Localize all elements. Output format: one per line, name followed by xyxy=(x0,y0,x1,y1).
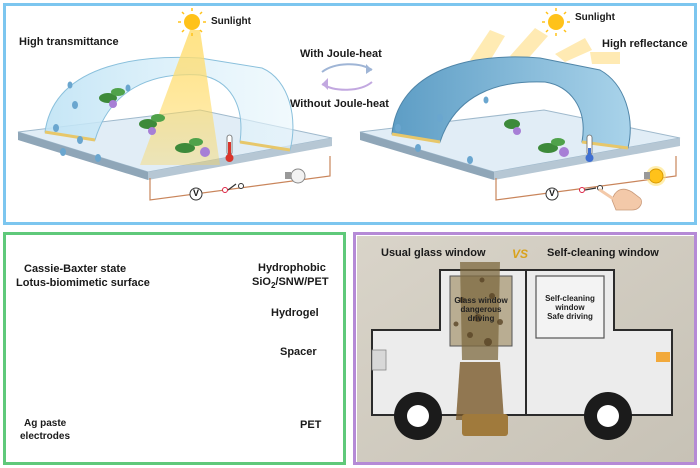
right-circuit xyxy=(495,156,677,201)
left-voltmeter-label: V xyxy=(192,188,199,198)
reflected-light-rays xyxy=(470,28,620,64)
right-sun-icon xyxy=(542,8,570,36)
left-water-drops xyxy=(53,81,131,162)
dirty-window-line1: Glass window xyxy=(454,296,508,305)
left-sunlight-label: Sunlight xyxy=(211,16,251,27)
dirty-window-line3: driving xyxy=(467,314,495,324)
self-cleaning-window-label: Self-cleaning window xyxy=(547,247,659,259)
right-sunlight-label: Sunlight xyxy=(575,12,615,23)
electrodes-label: electrodes xyxy=(20,431,71,442)
right-plant-icons xyxy=(504,119,569,157)
cassie-baxter-label: Cassie-Baxter state xyxy=(24,263,127,275)
right-thermometer-icon xyxy=(585,134,594,162)
with-joule-heat-label: With Joule-heat xyxy=(300,48,382,60)
right-water-drops xyxy=(395,96,489,164)
without-joule-heat-label: Without Joule-heat xyxy=(290,98,389,110)
sio2-snw-pet-label: SiO2/SNW/PET xyxy=(252,276,329,290)
lotus-surface-label: Lotus-biomimetic surface xyxy=(16,277,150,289)
usual-glass-window-label: Usual glass window xyxy=(381,247,486,259)
dirty-window-text: Glass window dangerous driving xyxy=(452,296,510,324)
right-voltmeter-label: V xyxy=(548,188,555,198)
sio2-prefix: SiO xyxy=(252,276,271,288)
right-voltmeter-icon xyxy=(545,187,559,201)
joule-heat-switch-arrows xyxy=(321,63,373,91)
right-bulb-on-icon xyxy=(644,166,666,186)
high-transmittance-label: High transmittance xyxy=(19,36,119,48)
left-transparent-film xyxy=(44,56,294,152)
self-cleaning-demo-panel xyxy=(353,232,697,465)
hand-pointer-icon xyxy=(598,188,642,211)
high-reflectance-label: High reflectance xyxy=(602,38,688,50)
left-switch-icon xyxy=(222,183,244,193)
hydrogel-label: Hydrogel xyxy=(271,307,319,319)
left-thermometer-icon xyxy=(225,134,234,162)
sio2-subscript: 2 xyxy=(270,281,276,291)
hydrophobic-label: Hydrophobic xyxy=(258,262,326,274)
vs-label: VS xyxy=(512,247,529,261)
usual-glass-window xyxy=(449,262,513,436)
dirty-window-line2: dangerous xyxy=(460,305,502,315)
left-sunlight-beam xyxy=(140,30,220,165)
left-sun-icon xyxy=(178,8,206,36)
left-voltmeter-icon xyxy=(189,187,203,201)
clean-window-line1: Self-cleaning xyxy=(545,294,595,303)
spacer-label: Spacer xyxy=(280,346,317,358)
clean-window-text: Self-cleaning window Safe driving xyxy=(538,294,602,322)
clean-window-line3: Safe driving xyxy=(547,312,593,322)
car-wheels xyxy=(394,392,632,440)
pet-label: PET xyxy=(300,419,322,431)
right-frosted-film xyxy=(391,56,631,150)
left-bulb-off-icon xyxy=(285,168,306,184)
clean-window-line2: window xyxy=(555,303,585,313)
left-plant-icons xyxy=(99,88,210,157)
droplet-label: Droplet xyxy=(38,317,78,329)
layer-structure-panel xyxy=(3,232,346,465)
ag-paste-label: Ag paste xyxy=(24,418,67,429)
snw-pet-suffix: /SNW/PET xyxy=(275,276,329,288)
self-cleaning-window xyxy=(535,275,605,339)
